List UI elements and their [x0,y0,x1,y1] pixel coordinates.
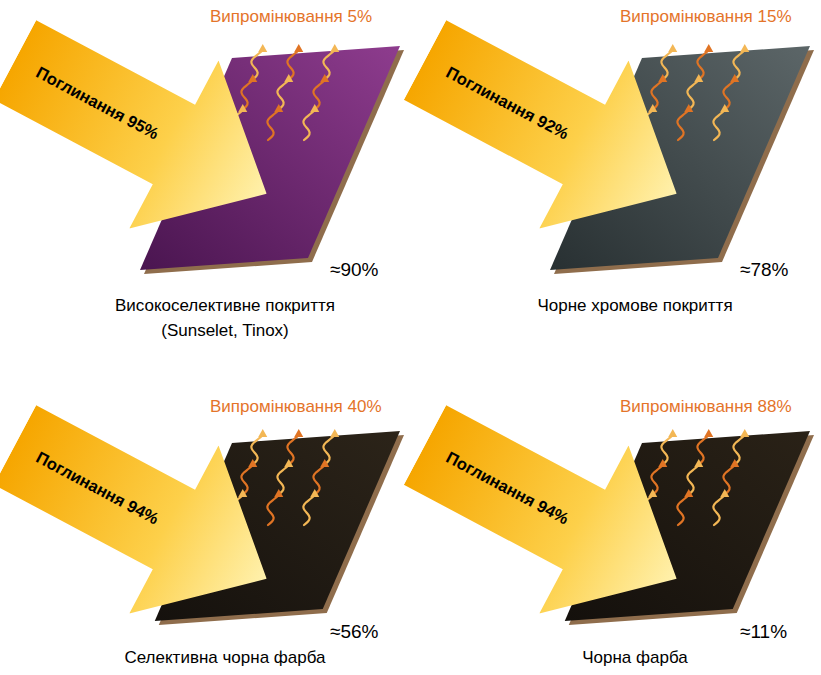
coating-caption: Селективна чорна фарба [95,645,355,670]
emission-label: Випромінювання 88% [620,396,792,418]
emission-arrowhead [648,489,657,497]
emission-label: Випромінювання 40% [210,396,382,418]
emission-arrowhead [294,44,303,52]
emission-arrowhead [238,489,247,497]
coating-caption: Чорна фарба [505,645,765,670]
emission-arrowhead [274,489,283,497]
emission-wave [677,495,688,525]
emission-arrowhead [730,74,739,82]
emission-arrowhead [258,44,267,52]
emission-arrowhead [284,74,293,82]
emission-arrowhead [668,429,677,437]
emission-wave [303,495,314,525]
emission-wave [713,110,724,140]
emission-arrowhead [284,459,293,467]
emission-arrowhead [684,489,693,497]
coating-caption: Чорне хромове покриття [505,293,765,318]
emission-arrowhead [248,74,257,82]
emission-arrowhead [658,74,667,82]
coating-caption: Високоселективне покриття (Sunselet, Tin… [95,293,355,343]
emission-arrowhead [668,44,677,52]
emission-arrowhead [730,459,739,467]
emission-arrowhead [658,459,667,467]
emission-label: Випромінювання 5% [210,6,372,28]
emission-arrowhead [720,104,729,112]
emission-arrowhead [648,104,657,112]
emission-arrowhead [320,74,329,82]
emission-arrowhead [310,489,319,497]
arrow-body [0,0,311,278]
emission-arrowhead [248,459,257,467]
emission-arrowhead [274,104,283,112]
emission-arrowhead [694,74,703,82]
arrow-body [380,0,721,278]
emission-wave [267,495,278,525]
efficiency-value: ≈78% [740,258,788,282]
emission-arrowhead [320,459,329,467]
emission-arrowhead [330,44,339,52]
emission-arrowhead [740,429,749,437]
efficiency-value: ≈56% [330,620,378,644]
emission-arrowhead [720,489,729,497]
emission-arrowhead [740,44,749,52]
emission-label: Випромінювання 15% [620,6,792,28]
emission-arrowhead [704,429,713,437]
emission-arrowhead [258,429,267,437]
emission-arrowhead [294,429,303,437]
emission-arrowhead [310,104,319,112]
efficiency-value: ≈11% [740,620,787,644]
emission-arrowhead [684,104,693,112]
emission-wave [303,110,314,140]
emission-arrowhead [704,44,713,52]
emission-arrowhead [694,459,703,467]
emission-wave [267,110,278,140]
efficiency-value: ≈90% [330,258,378,282]
emission-wave [713,495,724,525]
emission-arrowhead [238,104,247,112]
emission-wave [677,110,688,140]
emission-arrowhead [330,429,339,437]
